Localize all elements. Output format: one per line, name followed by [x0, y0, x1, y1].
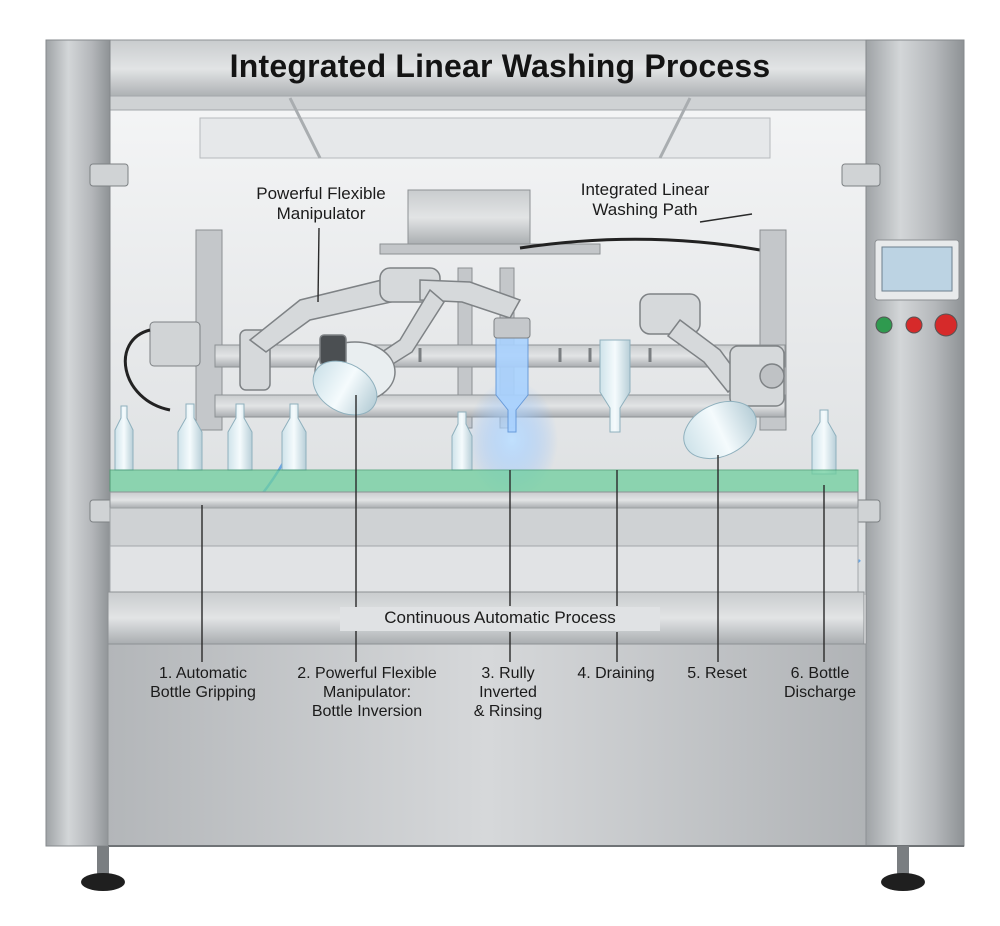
step-5-label: 5. Reset: [687, 665, 747, 682]
step-3-label: 3. Rully Inverted & Rinsing: [473, 665, 543, 720]
bottle-icon: [599, 339, 631, 433]
spray-hood: [407, 189, 531, 246]
bottle-icon: [312, 360, 378, 416]
top-beam: [45, 39, 965, 99]
center-process-label: Continuous Automatic Process: [340, 607, 660, 631]
step-6-label: 6. Bottle Discharge: [783, 665, 857, 701]
bottle-icon: [493, 317, 531, 433]
callout-manipulator: Powerful Flexible Manipulator: [256, 184, 386, 223]
callout-washing-path: Integrated Linear Washing Path: [580, 180, 710, 219]
callout-lines: [201, 213, 825, 662]
robot-arm-icon: [639, 293, 785, 407]
conveyor-belt: [109, 469, 859, 493]
step-2-label: 2. Powerful Flexible Manipulator: Bottle…: [297, 665, 437, 720]
leveling-foot-icon: [81, 846, 925, 891]
bottle-icon: [114, 403, 837, 475]
left-pillar: [45, 39, 111, 847]
page-title: Integrated Linear Washing Process: [229, 48, 771, 84]
control-panel-icon: [874, 239, 960, 337]
step-1-label: 1. Automatic Bottle Gripping: [150, 665, 256, 701]
step-4-label: 4. Draining: [577, 665, 655, 682]
right-pillar: [865, 39, 965, 847]
bottle-icon: [683, 400, 757, 460]
